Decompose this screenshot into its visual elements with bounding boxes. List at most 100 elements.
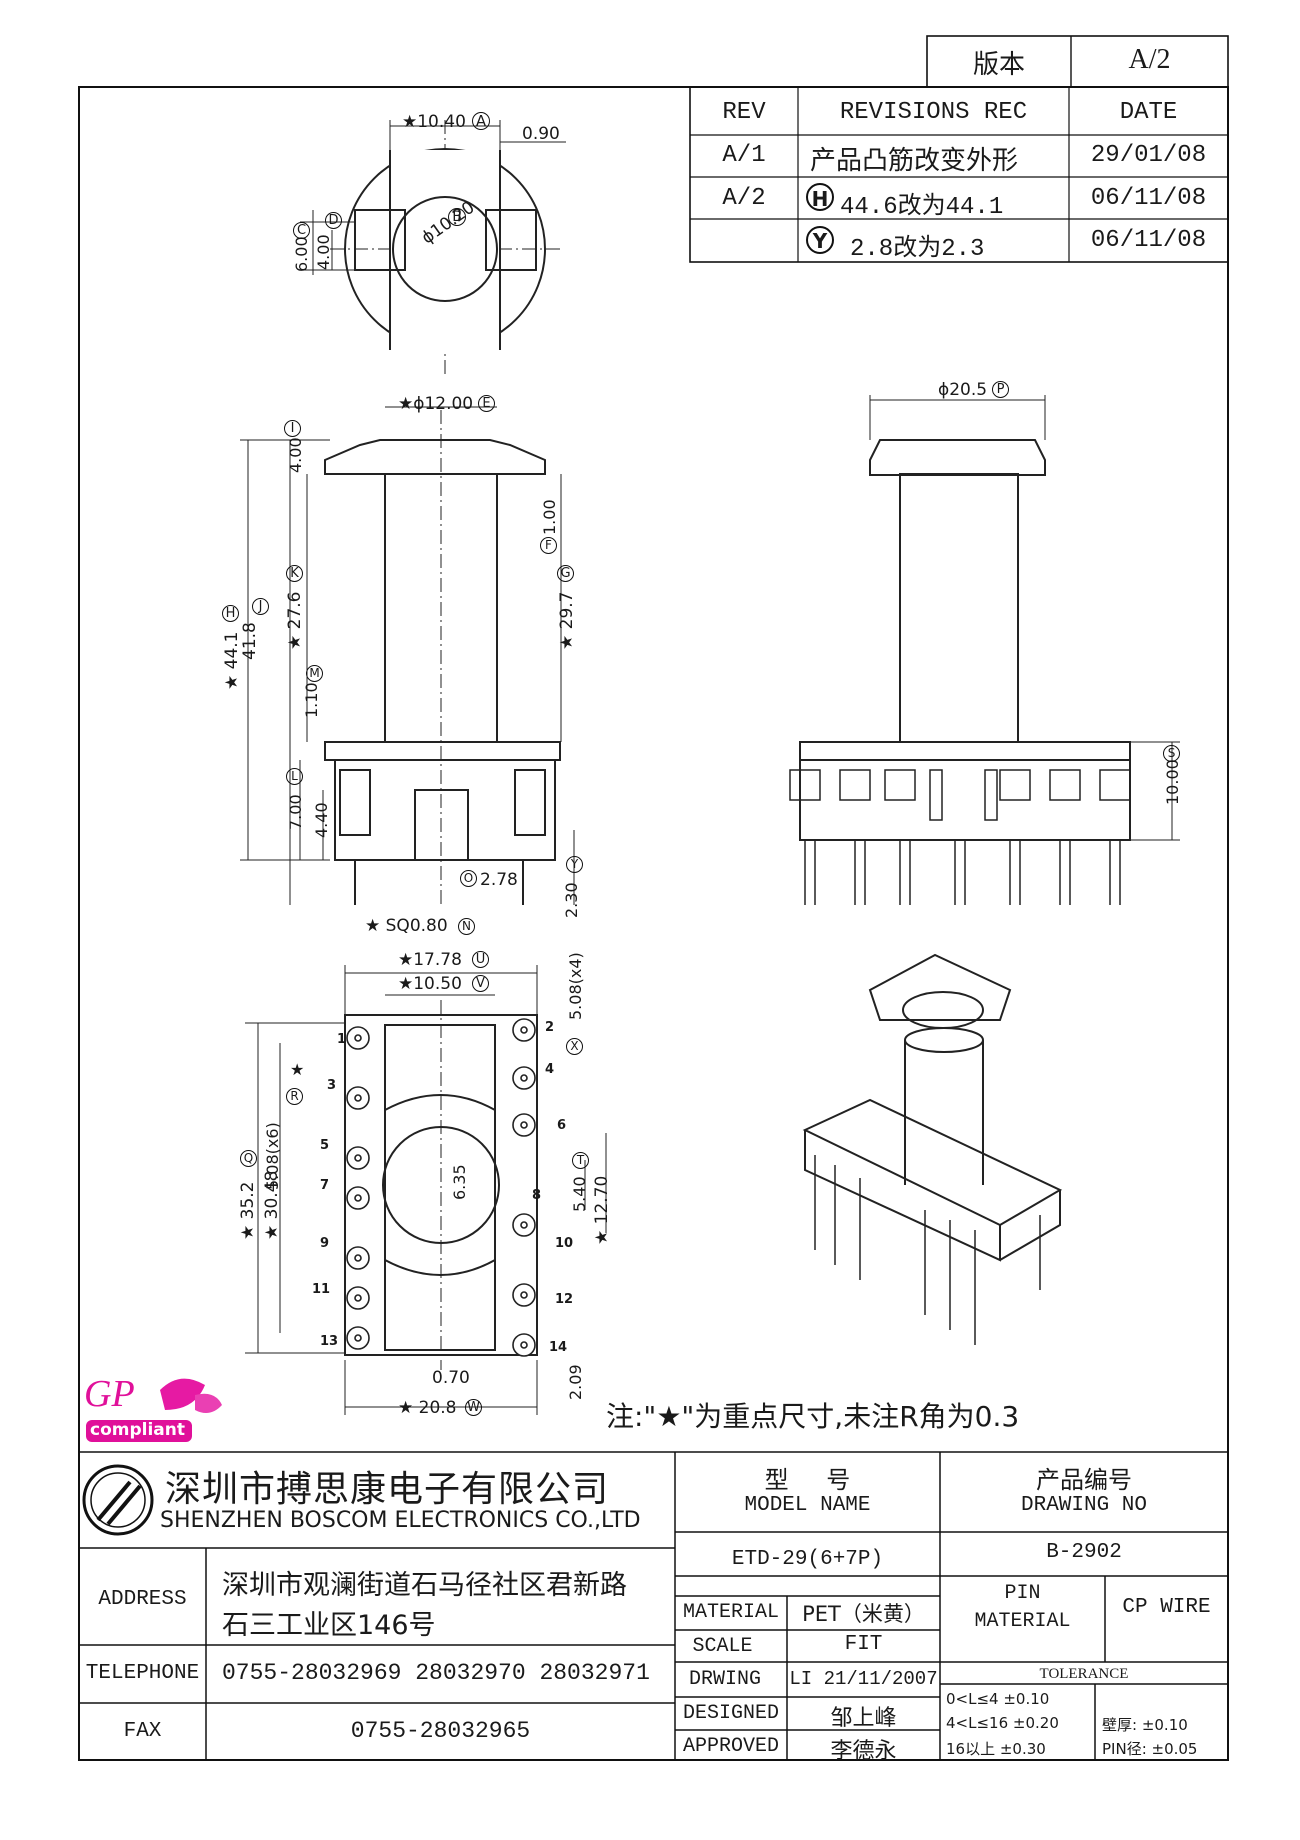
- pin-label-5: 5: [320, 1138, 330, 1153]
- dim-front-rib: 1.00: [540, 499, 559, 535]
- pin-label-2: 2: [545, 1020, 555, 1035]
- pin-pad-left-hole: [354, 1034, 362, 1042]
- rev-row-3-rec: 2.8改为2.3: [850, 236, 985, 263]
- dim-front-total-h-tag: H: [222, 605, 239, 622]
- approved-label: APPROVED: [682, 1735, 779, 1758]
- rev-row-1-date: 29/01/08: [1090, 142, 1207, 169]
- tolerance-pin: PIN径: ±0.05: [1102, 1740, 1198, 1758]
- bottom-view-pins: [346, 1018, 536, 1357]
- dim-front-base-tag: L: [286, 768, 303, 785]
- side-view: [789, 439, 1131, 905]
- dim-bottom-gap: 0.70: [432, 1368, 470, 1388]
- model-value: ETD-29(6+7P): [731, 1548, 884, 1571]
- dim-bottom-pitch-x6-tag: R: [286, 1088, 303, 1105]
- isometric-view: [802, 953, 1063, 1345]
- pin-pad-left-hole: [354, 1254, 362, 1262]
- dim-top-slot-outer: 6.00: [292, 236, 311, 272]
- dim-top-width-tag: A: [472, 112, 490, 130]
- dim-front-flange-tag: I: [284, 420, 301, 437]
- front-view: [324, 410, 561, 905]
- dim-bottom-d540: 5.40: [570, 1176, 589, 1212]
- pin-pad-right-hole: [520, 1026, 528, 1034]
- scale-value: FIT: [844, 1633, 883, 1656]
- title-block-grid: [79, 1451, 1228, 1760]
- pin-pad-left-hole: [354, 1154, 362, 1162]
- pin-pad-left-hole: [354, 1334, 362, 1342]
- company-name-en: SHENZHEN BOSCOM ELECTRONICS CO.,LTD: [160, 1508, 641, 1533]
- dim-front-dia: ★ϕ12.00: [398, 394, 474, 414]
- pin-label-4: 4: [545, 1062, 555, 1077]
- rev-row-2-rev: A/2: [722, 185, 766, 212]
- pin-label-11: 11: [312, 1282, 331, 1297]
- dim-top-width: ★10.40: [402, 112, 466, 132]
- pin-label-6: 6: [557, 1118, 567, 1133]
- drawing-note: 注:"★"为重点尺寸,未注R角为0.3: [606, 1400, 1020, 1433]
- dim-front-h3: ★ 29.7: [557, 591, 577, 651]
- dim-front-pin-sq: ★ SQ0.80: [365, 916, 448, 936]
- drawing-label-cn: 产品编号: [1036, 1466, 1132, 1494]
- drwing-value: LI 21/11/2007: [789, 1668, 938, 1690]
- dim-front-h2: 41.8: [240, 622, 260, 660]
- pin-material-value: CP WIRE: [1122, 1596, 1211, 1619]
- dim-bottom-d540-tag: T: [572, 1152, 589, 1169]
- pin-pad-left-hole: [354, 1194, 362, 1202]
- dim-side-dia: ϕ20.5: [938, 380, 988, 400]
- dim-bottom-h1-tag: Q: [240, 1150, 257, 1167]
- top-view: [330, 120, 560, 375]
- dim-front-total-h: ★ 44.1: [222, 631, 242, 691]
- dim-side-base-h: 10.00: [1163, 759, 1182, 805]
- pin-material-label-1: PIN: [1004, 1582, 1041, 1605]
- dim-front-wall-tag: M: [306, 665, 323, 682]
- address-line-2: 石三工业区146号: [222, 1610, 436, 1641]
- pin-label-1: 1: [337, 1032, 347, 1047]
- dim-front-pin-len: 2.30: [562, 882, 581, 918]
- rev-row-3-mark-icon: Y: [806, 226, 834, 254]
- gp-logo-compliant: compliant: [90, 1420, 185, 1440]
- gp-compliant-logo: [86, 1378, 222, 1442]
- dim-bottom-h1: ★ 35.2: [238, 1181, 258, 1241]
- dim-front-flange: 4.00: [286, 437, 305, 473]
- rev-row-3-date: 06/11/08: [1090, 227, 1207, 254]
- dim-side-dia-tag: P: [992, 381, 1009, 398]
- dim-bottom-star: ★: [290, 1060, 305, 1079]
- pin-pad-right-hole: [520, 1121, 528, 1129]
- dim-front-pin-sq-tag: N: [458, 918, 475, 935]
- pin-pad-right-hole: [520, 1074, 528, 1082]
- pin-pad-right-hole: [520, 1341, 528, 1349]
- approved-value: 李德永: [830, 1739, 897, 1764]
- dim-bottom-pitch-x4-tag: X: [566, 1038, 583, 1055]
- company-logo: [82, 1464, 154, 1536]
- fax-value: 0755-28032965: [350, 1718, 531, 1744]
- pin-pad-right-hole: [520, 1221, 528, 1229]
- pin-pad-right-hole: [520, 1291, 528, 1299]
- dim-bottom-w2-tag: V: [472, 975, 489, 992]
- drawing-frame: [78, 86, 1229, 1761]
- rev-row-1-rev: A/1: [722, 142, 766, 169]
- tolerance-wall: 壁厚: ±0.10: [1102, 1716, 1188, 1734]
- dim-front-rib-tag: F: [540, 537, 557, 554]
- pin-label-8: 8: [532, 1188, 542, 1203]
- designed-label: DESIGNED: [682, 1702, 779, 1725]
- pin-label-3: 3: [327, 1078, 337, 1093]
- dim-bottom-w-total: ★ 20.8: [398, 1398, 457, 1418]
- material-value: PET（米黄）: [802, 1602, 925, 1626]
- tolerance-range-1: 0<L≤4 ±0.10: [946, 1690, 1050, 1708]
- dim-bottom-dia: 6.35: [450, 1164, 469, 1200]
- dim-bottom-w1-tag: U: [472, 951, 489, 968]
- rev-date-header: DATE: [1119, 99, 1178, 126]
- dim-front-base: 7.00: [286, 794, 305, 830]
- dim-top-dia-tag: B: [448, 208, 466, 226]
- tolerance-range-3: 16以上 ±0.30: [946, 1740, 1046, 1758]
- tolerance-range-2: 4<L≤16 ±0.20: [946, 1714, 1059, 1732]
- telephone-value: 0755-28032969 28032970 28032971: [222, 1660, 650, 1686]
- drwing-label: DRWING: [688, 1668, 761, 1691]
- version-value: A/2: [1128, 44, 1171, 75]
- address-line-1: 深圳市观澜街道石马径社区君新路: [222, 1570, 627, 1601]
- model-label-cn: 型 号: [764, 1466, 851, 1494]
- model-label-en: MODEL NAME: [744, 1494, 871, 1517]
- rev-row-2-date: 06/11/08: [1090, 185, 1207, 212]
- dim-front-winding: ★ 27.6: [285, 591, 305, 651]
- dim-bottom-w2: ★10.50: [398, 974, 462, 994]
- company-name-cn: 深圳市搏思康电子有限公司: [165, 1469, 610, 1510]
